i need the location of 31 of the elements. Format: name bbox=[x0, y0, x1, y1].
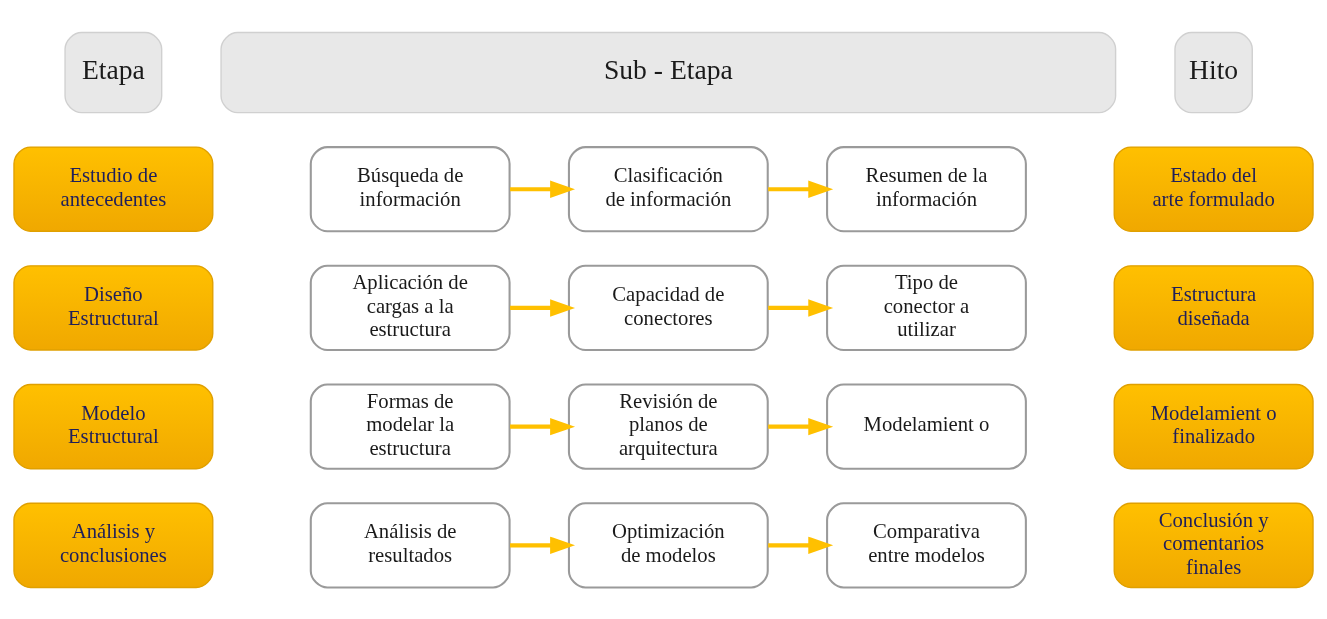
node-box: Análisis y conclusiones bbox=[13, 502, 214, 588]
arrow bbox=[510, 536, 576, 554]
node-box: Capacidad de conectores bbox=[567, 264, 769, 351]
node-box: Hito bbox=[1174, 31, 1253, 113]
node-box: Revisión de planos de arquitectura bbox=[567, 383, 769, 470]
node-box: Tipo de conector a utilizar bbox=[826, 264, 1027, 351]
node-box: Sub - Etapa bbox=[220, 31, 1117, 113]
node-box: Modelo Estructural bbox=[13, 383, 214, 469]
node-box: Formas de modelar la estructura bbox=[309, 383, 511, 470]
node-box: Comparativa entre modelos bbox=[826, 501, 1027, 588]
arrow bbox=[768, 180, 834, 198]
arrow bbox=[768, 417, 834, 435]
arrow bbox=[768, 298, 834, 317]
arrow bbox=[510, 417, 576, 435]
node-box: Diseño Estructural bbox=[13, 264, 214, 351]
node-box: Estudio de antecedentes bbox=[13, 145, 214, 232]
node-box: Clasificación de información bbox=[567, 145, 769, 232]
arrow bbox=[768, 536, 834, 554]
node-box: Modelamient o bbox=[826, 383, 1027, 470]
node-box: Búsqueda de información bbox=[309, 145, 511, 232]
node-box: Modelamient o finalizado bbox=[1113, 383, 1314, 469]
node-box: Optimización de modelos bbox=[567, 501, 769, 588]
node-box: Etapa bbox=[64, 31, 163, 113]
node-box: Estructura diseñada bbox=[1113, 264, 1314, 351]
arrow bbox=[510, 180, 576, 198]
node-box: Conclusión y comentarios finales bbox=[1113, 502, 1314, 588]
node-box: Resumen de la información bbox=[826, 145, 1027, 232]
arrow bbox=[510, 298, 576, 317]
node-box: Análisis de resultados bbox=[309, 501, 511, 588]
node-box: Aplicación de cargas a la estructura bbox=[309, 264, 511, 351]
node-box: Estado del arte formulado bbox=[1113, 145, 1314, 232]
